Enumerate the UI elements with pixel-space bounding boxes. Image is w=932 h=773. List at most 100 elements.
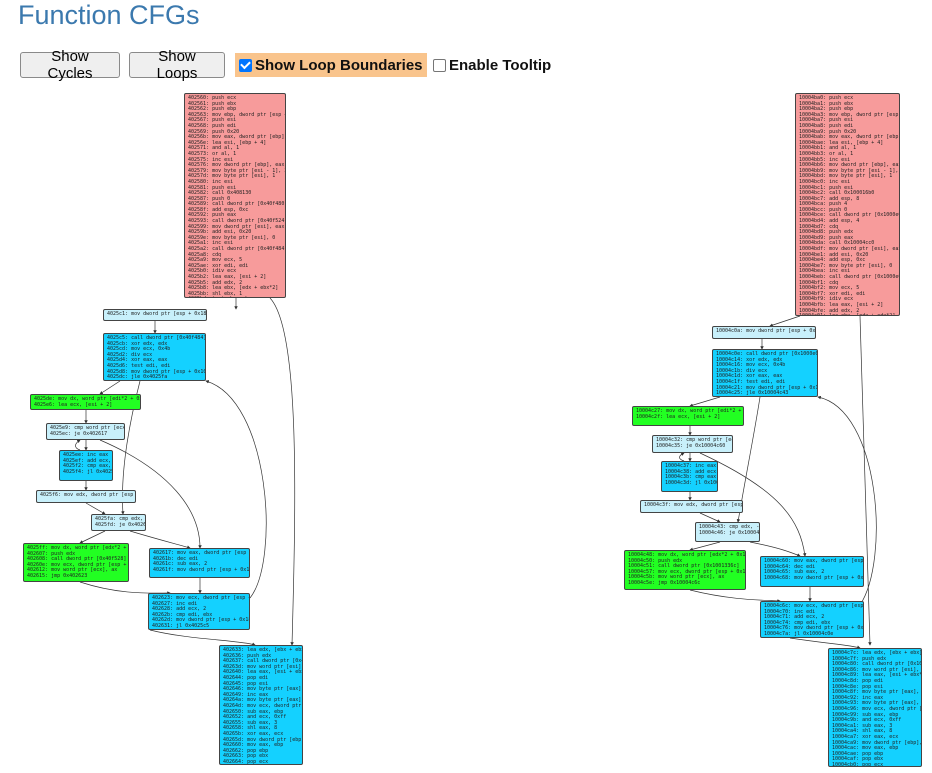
instruction-line: 10004beb: call dword ptr [0x1000e05c] bbox=[799, 274, 900, 280]
instruction-line: 10004c92: inc eax bbox=[832, 694, 884, 701]
cfg-node[interactable]: 4025f6: mov edx, dword ptr [esp + 0x10] bbox=[36, 490, 136, 503]
instruction-line: 4025ec: je 0x402617 bbox=[50, 430, 108, 437]
show-loop-boundaries-checkbox[interactable] bbox=[239, 58, 252, 72]
instruction-line: 402623: mov ecx, dword ptr [esp + 0x18] bbox=[152, 595, 249, 601]
instruction-line: 40256e: lea esi, [ebp + 4] bbox=[188, 139, 267, 146]
cfg-node[interactable]: 10004c32: cmp word ptr [ecx], dx10004c35… bbox=[652, 435, 733, 453]
instruction-line: 10004bda: call 0x10004cc0 bbox=[799, 240, 875, 247]
cfg-node[interactable]: 10004c27: mov dx, word ptr [edi*2 + 0x10… bbox=[632, 406, 744, 426]
instruction-line: 402580: inc esi bbox=[188, 178, 234, 185]
instruction-line: 10004bb9: mov byte ptr [esi - 1], 3 bbox=[799, 167, 900, 174]
instruction-line: 40262d: mov dword ptr [esp + 0x18], ecx bbox=[152, 617, 249, 624]
instruction-line: 402581: push esi bbox=[188, 184, 237, 191]
instruction-line: 10004c3d: jl 0x10004c32 bbox=[665, 479, 718, 486]
cfg-node[interactable]: 4025ff: mov dx, word ptr [edx*2 + 0x40f5… bbox=[23, 543, 129, 582]
instruction-line: 10004c51: call dword ptr [0x1001336c] bbox=[628, 563, 740, 570]
instruction-line: 10004bab: mov eax, dword ptr [ebp] bbox=[799, 134, 900, 141]
cfg-node[interactable]: 402617: mov eax, dword ptr [esp + 0x18]4… bbox=[149, 548, 250, 578]
instruction-line: 10004c1f: test edi, edi bbox=[716, 378, 786, 385]
instruction-line: 4025e6: lea ecx, [esi + 2] bbox=[34, 401, 113, 408]
edge bbox=[689, 589, 781, 603]
instruction-line: 4025b0: idiv ecx bbox=[188, 268, 237, 275]
instruction-line: 10004c1d: xor eax, eax bbox=[716, 373, 783, 380]
instruction-line: 402637: call dword ptr [0x40f528] bbox=[223, 658, 302, 665]
instruction-line: 40264d: mov ecx, dword ptr [ebp] bbox=[223, 702, 302, 709]
instruction-line: 40263d: mov word ptr [esi], ax bbox=[223, 663, 303, 670]
cfg-node[interactable]: 10004c3f: mov edx, dword ptr [esp + 0x10… bbox=[640, 500, 743, 513]
instruction-line: 10004c5b: mov word ptr [ecx], ax bbox=[628, 574, 725, 581]
instruction-line: 10004c65: sub eax, 2 bbox=[764, 569, 825, 576]
instruction-line: 402593: call dword ptr [0x40f524] bbox=[188, 218, 286, 225]
enable-tooltip-toggle[interactable]: Enable Tooltip bbox=[431, 53, 551, 77]
instruction-line: 40259b: add esi, 0x20 bbox=[188, 229, 252, 236]
instruction-line: 10004be4: add esp, 0xc bbox=[799, 257, 866, 264]
instruction-line: 402644: pop edi bbox=[223, 674, 269, 681]
instruction-line: 4025cd: mov ecx, 0x4b bbox=[107, 346, 171, 353]
instruction-line: 10004bb3: or al, 1 bbox=[799, 150, 854, 157]
instruction-line: 402631: jl 0x4025c5 bbox=[152, 622, 210, 629]
cfg-node-exit[interactable]: 10004c7c: lea edx, [ebx + ebx]10004c7f: … bbox=[828, 648, 922, 767]
instruction-line: 402561: push ebx bbox=[188, 100, 237, 107]
instruction-line: 10004c64: dec edi bbox=[764, 563, 816, 570]
instruction-line: 4025e9: cmp word ptr [ecx], dx bbox=[50, 425, 125, 431]
cfg-node[interactable]: 10004c0a: mov dword ptr [esp + 0x18], ea… bbox=[712, 326, 816, 339]
instruction-line: 10004c71: add ecx, 2 bbox=[764, 614, 825, 621]
instruction-line: 10004c27: mov dx, word ptr [edi*2 + 0x10… bbox=[636, 408, 742, 414]
instruction-line: 10004c93: mov byte ptr [eax], 0 bbox=[832, 700, 922, 707]
cfg-node[interactable]: 4025c5: call dword ptr [0x40f484]4025cb:… bbox=[103, 333, 206, 381]
instruction-line: 402579: mov byte ptr [esi - 1], 3 bbox=[188, 167, 286, 174]
instruction-line: 10004ba2: push ebp bbox=[799, 106, 854, 113]
cfg-node[interactable]: 10004c60: mov eax, dword ptr [esp + 0x18… bbox=[760, 556, 864, 587]
instruction-line: 4025b2: lea eax, [esi + 2] bbox=[188, 274, 267, 280]
instruction-line: 4025c1: mov dword ptr [esp + 0x18], eax bbox=[107, 311, 207, 317]
instruction-line: 4025a2: call dword ptr [0x40f484] bbox=[188, 246, 286, 253]
instruction-line: 10004c5e: jmp 0x10004c6c bbox=[628, 579, 701, 586]
instruction-line: 10004c89: lea eax, [esi + ebx*2 + 2] bbox=[832, 672, 921, 679]
instruction-line: 10004bfb: lea eax, [esi + 2] bbox=[799, 301, 884, 308]
instruction-line: 402599: mov dword ptr [esi], eax bbox=[188, 223, 285, 230]
cfg-node[interactable]: 4025de: mov dx, word ptr [edi*2 + 0x40f5… bbox=[30, 394, 141, 410]
cfg-node[interactable]: 4025e9: cmp word ptr [ecx], dx4025ec: je… bbox=[46, 423, 125, 440]
instruction-line: 10004c21: mov dword ptr [esp + 0x10], ed… bbox=[716, 384, 818, 391]
cfg-node[interactable]: 10004c0e: call dword ptr [0x1000e05c]100… bbox=[712, 349, 818, 397]
instruction-line: 4025fa: cmp edx, -1 bbox=[95, 516, 144, 522]
instruction-line: 10004bf2: mov ecx, 5 bbox=[799, 285, 860, 292]
instruction-line: 402663: pop ebx bbox=[223, 753, 269, 760]
instruction-line: 402627: inc edi bbox=[152, 600, 198, 607]
instruction-line: 10004c68: mov dword ptr [esp + 0x18], ea… bbox=[764, 574, 864, 581]
instruction-line: 10004c2f: lea ecx, [esi + 2] bbox=[636, 413, 721, 420]
cfg-node[interactable]: 10004c6c: mov ecx, dword ptr [esp + 0x18… bbox=[760, 601, 864, 638]
show-loop-boundaries-toggle[interactable]: Show Loop Boundaries bbox=[235, 53, 427, 77]
enable-tooltip-label: Enable Tooltip bbox=[449, 56, 552, 74]
cfg-node-exit[interactable]: 402633: lea edx, [ebx + ebx]402636: push… bbox=[219, 645, 303, 765]
instruction-line: 402650: sub eax, ebp bbox=[223, 708, 284, 715]
edge bbox=[749, 541, 801, 557]
instruction-line: 10004ba8: push edi bbox=[799, 122, 854, 129]
instruction-line: 4025cb: xor edx, edx bbox=[107, 340, 168, 347]
show-loops-button[interactable]: Show Loops bbox=[129, 48, 225, 82]
instruction-line: 10004bce: call dword ptr [0x1000e054] bbox=[799, 212, 900, 219]
instruction-line: 10004bc1: push esi bbox=[799, 184, 854, 191]
cfg-node[interactable]: 402623: mov ecx, dword ptr [esp + 0x18]4… bbox=[148, 593, 250, 630]
instruction-line: 402562: push ebp bbox=[188, 106, 237, 113]
cfg-node[interactable]: 4025c1: mov dword ptr [esp + 0x18], eax bbox=[103, 309, 207, 321]
instruction-line: 402587: push 0 bbox=[188, 195, 231, 202]
cfg-node[interactable]: 10004c48: mov dx, word ptr [edx*2 + 0x10… bbox=[624, 550, 746, 590]
instruction-line: 402645: pop esi bbox=[223, 680, 269, 687]
instruction-line: 10004bdf: mov dword ptr [esi], eax bbox=[799, 246, 900, 253]
edge bbox=[85, 502, 106, 515]
cfg-node[interactable]: 4025fa: cmp edx, -14025fd: je 0x402617 bbox=[91, 514, 146, 531]
instruction-line: 4025ef: add ecx, 2 bbox=[63, 457, 113, 464]
instruction-line: 402646: mov byte ptr [eax], 1 bbox=[223, 686, 303, 693]
enable-tooltip-checkbox[interactable] bbox=[433, 58, 446, 72]
instruction-line: 10004cb0: pop ecx bbox=[832, 761, 884, 767]
instruction-line: 10004c7f: push edx bbox=[832, 655, 887, 662]
instruction-line: 10004c80: call dword ptr [0x1001336c] bbox=[832, 661, 921, 668]
show-cycles-button[interactable]: Show Cycles bbox=[20, 48, 120, 82]
